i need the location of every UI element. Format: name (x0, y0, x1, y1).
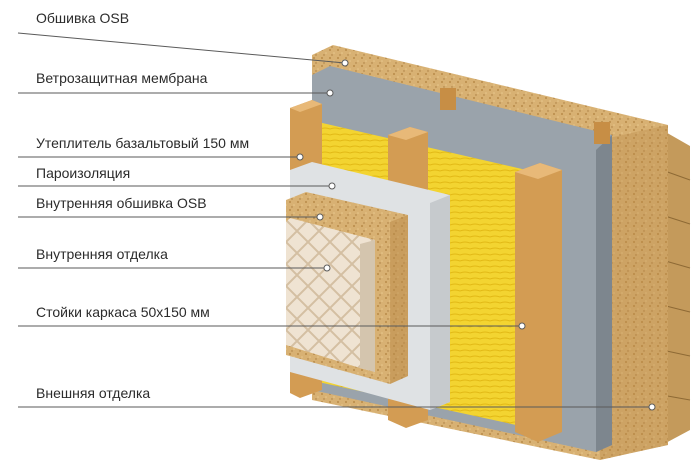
label-basalt-insulation: Утеплитель базальтовый 150 мм (36, 135, 250, 151)
label-outer-finish: Внешняя отделка (36, 385, 151, 401)
label-inner-finish: Внутренняя отделка (36, 246, 168, 262)
label-vapor-barrier: Пароизоляция (36, 165, 131, 181)
label-inner-osb: Внутренняя обшивка OSB (36, 195, 207, 211)
label-osb-sheathing: Обшивка OSB (36, 10, 130, 26)
outer-finish-siding (662, 130, 690, 445)
label-wind-membrane: Ветрозащитная мембрана (36, 70, 208, 86)
callout-lines (17, 32, 656, 411)
inner-finish-panel (286, 218, 375, 372)
label-frame-studs: Стойки каркаса 50x150 мм (36, 304, 210, 320)
